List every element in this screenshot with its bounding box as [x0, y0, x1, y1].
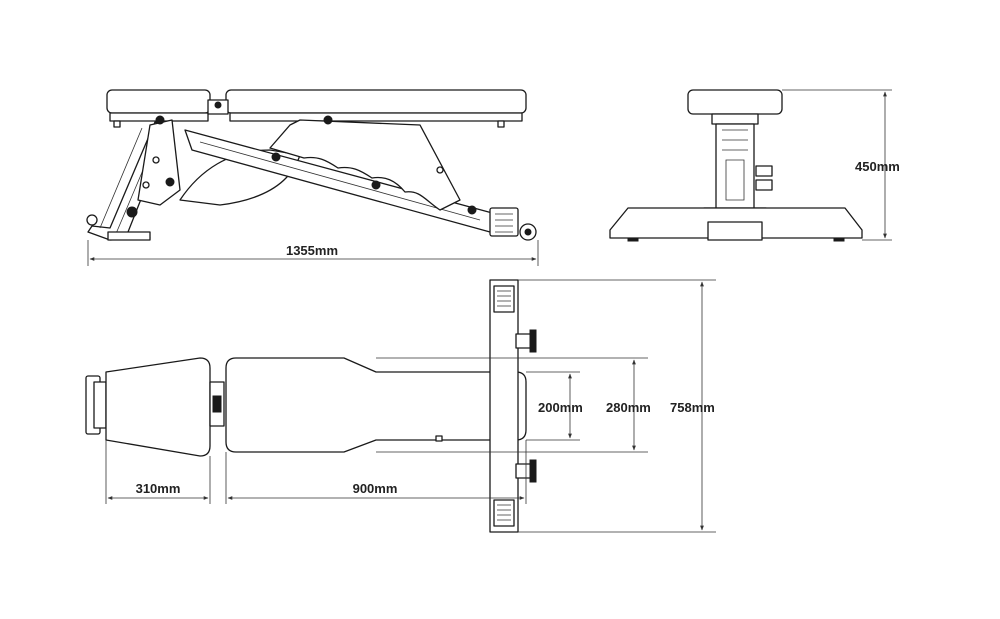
top-knob-cap [529, 329, 537, 353]
base-bar-grip [497, 290, 511, 307]
top-knob-cap [529, 459, 537, 483]
front-pad [687, 89, 783, 115]
front-foot [107, 231, 151, 241]
hinge-pin [214, 101, 222, 109]
front-pad-mount [711, 113, 759, 125]
ladder-bracket [269, 119, 461, 211]
seat-stud [113, 120, 121, 128]
back-pad-top [225, 357, 527, 453]
seat-pad [106, 89, 211, 114]
dimension-label-narrow-width: 200mm [538, 400, 583, 415]
pin-hole [436, 166, 444, 174]
top-view: 200mm 280mm 758mm 310mm 900mm [85, 279, 716, 533]
base-bar-end [493, 285, 515, 313]
bolt [271, 152, 281, 162]
front-knob [755, 165, 773, 177]
bolt [165, 177, 175, 187]
dimension-label-seat-length: 310mm [136, 481, 181, 496]
base-bar-end [493, 499, 515, 527]
rear-foot [489, 207, 519, 237]
dimension-label-length: 1355mm [286, 243, 338, 258]
side-view: 1355mm [86, 89, 539, 266]
seat-pad-top [105, 357, 211, 457]
bolt [155, 115, 165, 125]
back-pad-stud [435, 435, 443, 442]
dimension-label-back-length: 900mm [353, 481, 398, 496]
wheel-hub [524, 228, 532, 236]
seat-bracket [137, 119, 181, 206]
dimension-label-pad-width: 280mm [606, 400, 651, 415]
back-rail [229, 112, 523, 122]
pin-hole [152, 156, 160, 164]
base-bar [489, 279, 519, 533]
front-foot-knob [86, 214, 98, 226]
dimension-label-height: 450mm [855, 159, 900, 174]
main-rail-edge [199, 141, 481, 221]
bolt [323, 115, 333, 125]
bolt [371, 180, 381, 190]
pin-hole [142, 181, 150, 189]
foot-pad [833, 237, 845, 242]
front-base-block [707, 221, 763, 241]
back-stud [497, 120, 505, 128]
front-upright [715, 123, 755, 217]
foot-pad [627, 237, 639, 242]
hinge-pin-top [212, 395, 222, 413]
rear-foot-grip [495, 213, 513, 233]
bolt [126, 206, 138, 218]
front-view: 450mm [609, 89, 900, 242]
seat-end-cap-inner [93, 381, 107, 429]
front-upright-detail [722, 129, 748, 201]
bolt [467, 205, 477, 215]
base-bar-grip [497, 504, 511, 521]
back-pad [225, 89, 527, 114]
dimension-label-overall-width: 758mm [670, 400, 715, 415]
front-knob [755, 179, 773, 191]
